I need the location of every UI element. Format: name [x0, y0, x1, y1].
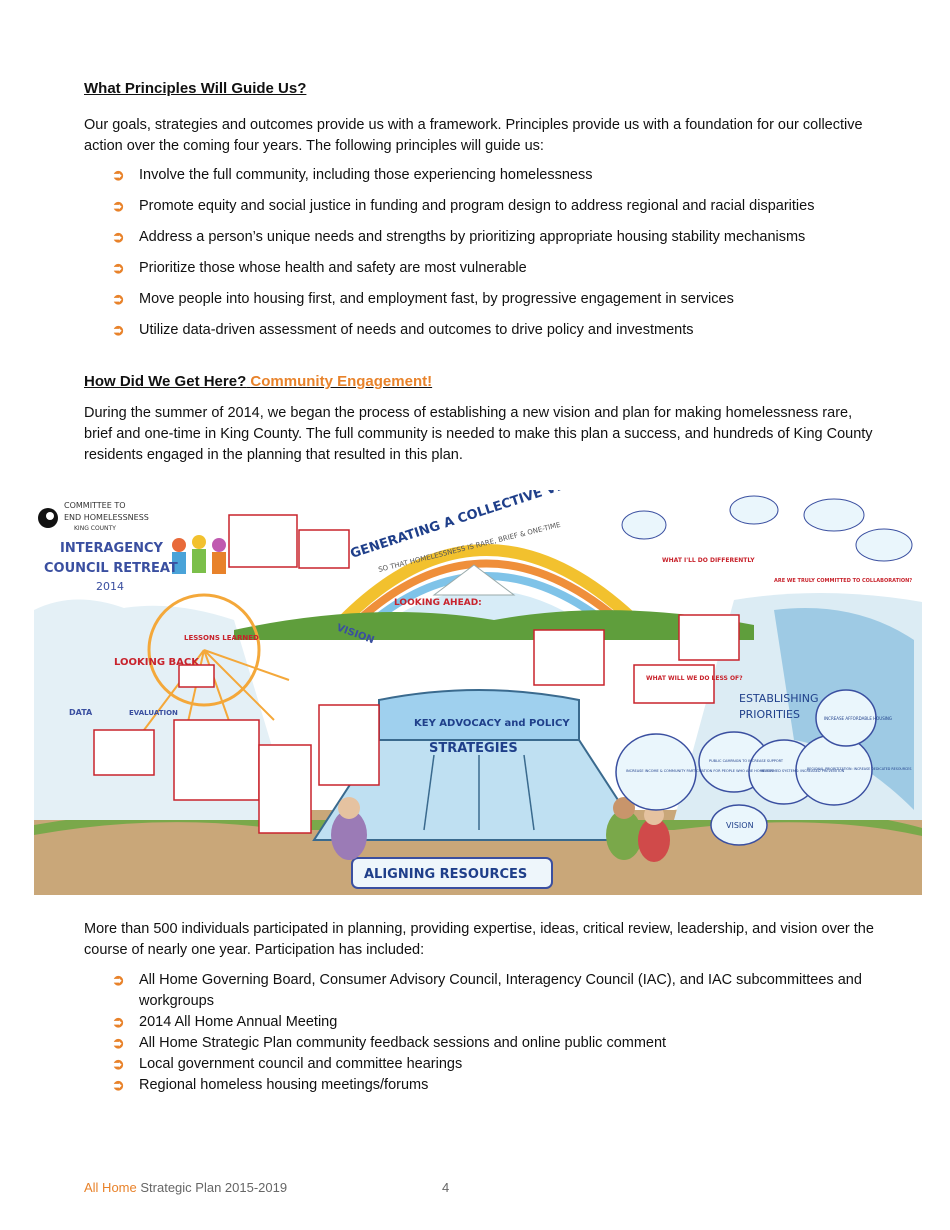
retreat-line1: INTERAGENCY: [60, 541, 164, 556]
key-advocacy-label: KEY ADVOCACY and POLICY: [414, 718, 570, 729]
engagement-heading: How Did We Get Here? Community Engagemen…: [84, 373, 433, 390]
establishing-line1: ESTABLISHING: [739, 692, 819, 705]
arrow-bullet-icon: ➲: [112, 1077, 125, 1094]
arrow-bullet-icon: ➲: [112, 972, 125, 989]
list-item: ➲All Home Governing Board, Consumer Advi…: [112, 972, 862, 1009]
engagement-heading-accent: Community Engagement!: [250, 373, 433, 390]
list-item: ➲Regional homeless housing meetings/foru…: [112, 1077, 429, 1094]
cloud-campaign-label: PUBLIC CAMPAIGN TO INCREASE SUPPORT: [709, 759, 784, 763]
list-item: ➲2014 All Home Annual Meeting: [112, 1014, 338, 1031]
arrow-bullet-icon: ➲: [112, 1035, 125, 1052]
looking-ahead-label: LOOKING AHEAD:: [394, 598, 482, 608]
list-item: ➲Promote equity and social justice in fu…: [112, 198, 815, 215]
cloud-regional-label: REGIONAL PRIORITIZATION: INCREASE DEDICA…: [807, 767, 911, 771]
participation-intro: More than 500 individuals participated i…: [84, 921, 874, 958]
arrow-bullet-icon: ➲: [112, 1056, 125, 1073]
footer-title: All Home Strategic Plan 2015-2019: [84, 1180, 287, 1195]
footer-brand: All Home: [84, 1180, 137, 1195]
retreat-line2: COUNCIL RETREAT: [44, 561, 178, 576]
cloud-housing-label: INCREASE AFFORDABLE HOUSING: [824, 716, 892, 721]
org-line1: COMMITTEE TO: [64, 501, 126, 510]
list-item: ➲Address a person’s unique needs and str…: [112, 229, 806, 246]
participation-list: ➲All Home Governing Board, Consumer Advi…: [112, 970, 892, 1096]
page-number: 4: [442, 1180, 450, 1195]
list-item: ➲Utilize data-driven assessment of needs…: [112, 322, 694, 339]
lessons-learned-label: LESSONS LEARNED: [184, 634, 259, 642]
arrow-bullet-icon: ➲: [112, 291, 125, 308]
committed-label: ARE WE TRULY COMMITTED TO COLLABORATION?: [774, 578, 912, 584]
cloud-income-label: INCREASE INCOME & COMMUNITY PARTICIPATIO…: [626, 769, 774, 773]
org-line3: KING COUNTY: [74, 525, 116, 532]
list-item: ➲Move people into housing first, and emp…: [112, 291, 734, 308]
aligning-resources-label: ALIGNING RESOURCES: [364, 867, 527, 882]
strategies-label: STRATEGIES: [429, 741, 518, 756]
evaluation-label: EVALUATION: [129, 709, 178, 717]
arrow-bullet-icon: ➲: [112, 1014, 125, 1031]
cloud-vision-label: VISION: [726, 821, 754, 830]
what-do-differently-label: WHAT I'LL DO DIFFERENTLY: [662, 557, 755, 564]
cloud-reformed-label: REFORMED SYSTEMS: INCREASED PREVENTION: [761, 769, 845, 773]
engagement-intro: During the summer of 2014, we began the …: [84, 405, 873, 463]
arrow-bullet-icon: ➲: [112, 229, 125, 246]
list-item: ➲Involve the full community, including t…: [112, 167, 593, 184]
community-engagement-illustration: COMMITTEE TO END HOMELESSNESS KING COUNT…: [34, 490, 922, 895]
arrow-bullet-icon: ➲: [112, 167, 125, 184]
arrow-bullet-icon: ➲: [112, 198, 125, 215]
list-item: ➲Local government council and committee …: [112, 1056, 463, 1073]
list-item: ➲All Home Strategic Plan community feedb…: [112, 1035, 667, 1052]
org-line2: END HOMELESSNESS: [64, 513, 149, 522]
principles-heading: What Principles Will Guide Us?: [84, 80, 307, 97]
arrow-bullet-icon: ➲: [112, 260, 125, 277]
principles-list: ➲Involve the full community, including t…: [112, 165, 892, 341]
looking-back-label: LOOKING BACK: [114, 657, 200, 668]
list-item: ➲Prioritize those whose health and safet…: [112, 260, 527, 277]
footer-plan-name: Strategic Plan 2015-2019: [136, 1180, 288, 1195]
what-less-of-label: WHAT WILL WE DO LESS OF?: [646, 675, 743, 682]
principles-intro: Our goals, strategies and outcomes provi…: [84, 117, 863, 154]
establishing-line2: PRIORITIES: [739, 708, 800, 721]
data-label: DATA: [69, 708, 93, 717]
arrow-bullet-icon: ➲: [112, 322, 125, 339]
retreat-year: 2014: [96, 580, 124, 593]
